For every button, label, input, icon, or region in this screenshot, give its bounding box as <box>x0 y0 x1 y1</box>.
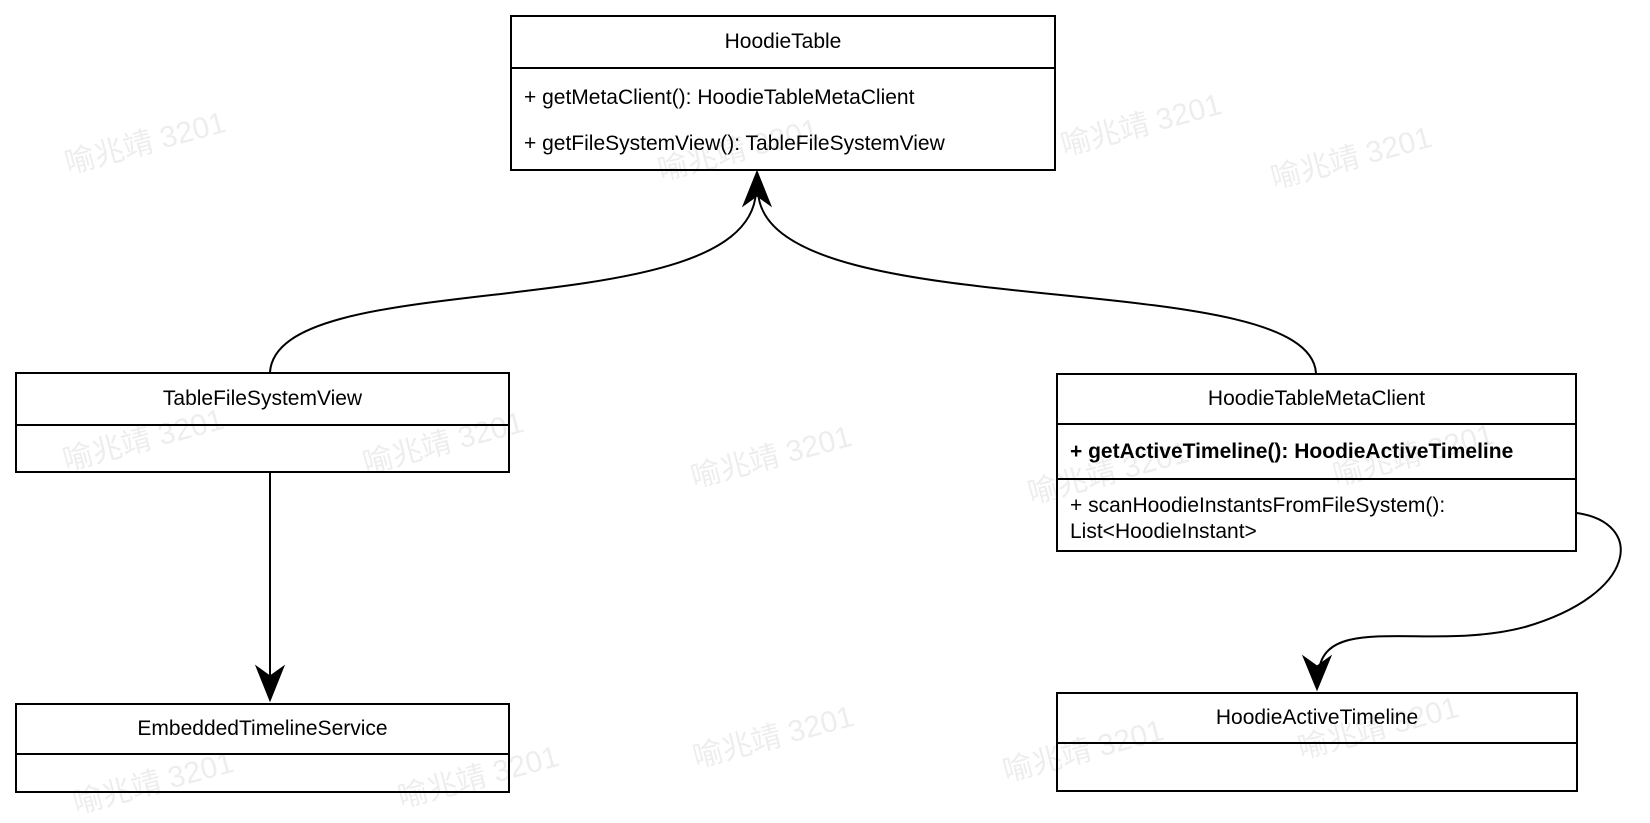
class-methods-hoodietable: + getMetaClient(): HoodieTableMetaClient… <box>512 69 1054 167</box>
class-box-hoodieactivetimeline: HoodieActiveTimeline <box>1056 692 1578 792</box>
class-methods-section-2: + scanHoodieInstantsFromFileSystem(): Li… <box>1058 478 1575 550</box>
arrowhead-up-hoodietable <box>741 169 773 208</box>
class-title-hoodieactivetimeline: HoodieActiveTimeline <box>1058 694 1576 744</box>
class-title-tablefilesystemview: TableFileSystemView <box>17 374 508 426</box>
class-title-embeddedtimelineservice: EmbeddedTimelineService <box>17 705 508 755</box>
arrowhead-down-embeddedtimelineservice <box>254 664 286 703</box>
method-scanhoodieinstants: + scanHoodieInstantsFromFileSystem(): Li… <box>1070 494 1446 543</box>
method-getfilesystemview: + getFileSystemView(): TableFileSystemVi… <box>524 132 945 155</box>
watermark-text: 喻兆靖 3201 <box>61 106 230 181</box>
class-title-hoodietablemetaclient: HoodieTableMetaClient <box>1058 375 1575 425</box>
class-methods-section-1: + getActiveTimeline(): HoodieActiveTimel… <box>1058 425 1575 478</box>
watermark-text: 喻兆靖 3201 <box>689 700 858 775</box>
class-title-hoodietable: HoodieTable <box>512 17 1054 69</box>
arrow-tablefilesystemview-to-hoodietable <box>269 191 757 373</box>
class-box-embeddedtimelineservice: EmbeddedTimelineService <box>15 703 510 793</box>
arrowhead-down-hoodieactivetimeline <box>1301 654 1333 692</box>
class-box-tablefilesystemview: TableFileSystemView <box>15 372 510 473</box>
watermark-text: 喻兆靖 3201 <box>687 420 856 495</box>
method-getmetaclient: + getMetaClient(): HoodieTableMetaClient <box>524 86 915 109</box>
arrow-hoodietablemetaclient-to-hoodietable <box>757 191 1317 374</box>
method-getactivetimeline: + getActiveTimeline(): HoodieActiveTimel… <box>1070 439 1514 463</box>
watermark-text: 喻兆靖 3201 <box>1267 121 1436 196</box>
class-box-hoodietable: HoodieTable + getMetaClient(): HoodieTab… <box>510 15 1056 171</box>
class-box-hoodietablemetaclient: HoodieTableMetaClient + getActiveTimelin… <box>1056 373 1577 552</box>
watermark-text: 喻兆靖 3201 <box>1057 88 1226 163</box>
